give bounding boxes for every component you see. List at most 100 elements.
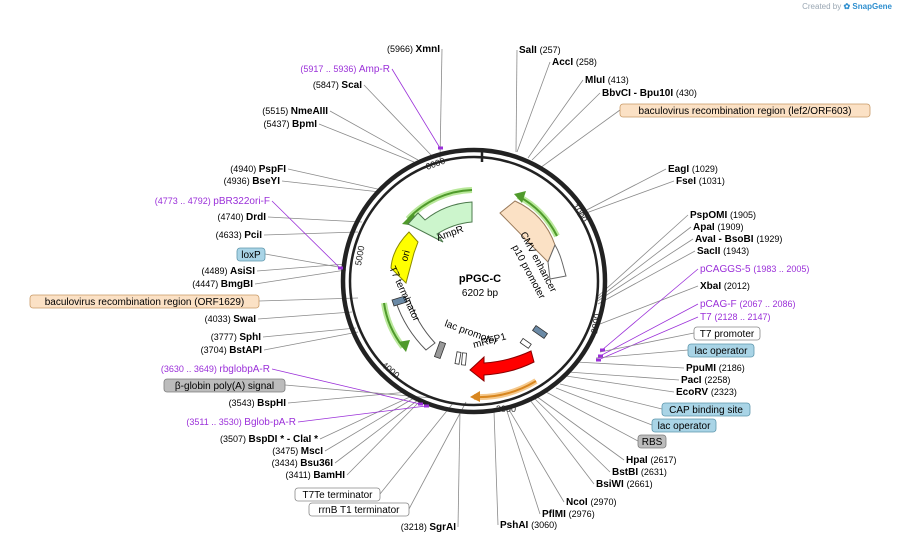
enzyme-label-psh[interactable]: PshAI (3060) <box>500 520 557 531</box>
plasmid-backbone <box>340 147 608 415</box>
enzyme-coord: (1943) <box>723 246 749 256</box>
enzyme-label-sali[interactable]: SalI (257) <box>519 45 561 56</box>
enzyme-label-paci[interactable]: PacI (2258) <box>681 375 730 386</box>
enzyme-label-xbai[interactable]: XbaI (2012) <box>700 281 750 292</box>
leader-line <box>457 410 461 528</box>
enzyme-label-hpai[interactable]: HpaI (2617) <box>626 455 676 466</box>
enzyme-label-sacii[interactable]: SacII (1943) <box>697 246 749 257</box>
enzyme-coord: (5847) <box>313 80 342 90</box>
enzyme-coord: (4740) <box>217 212 246 222</box>
primer-label-ampr-primer[interactable]: (5917 .. 5936) Amp-R <box>300 64 390 75</box>
primer-coord: (5917 .. 5936) <box>300 64 359 74</box>
primer-site-mark <box>438 146 443 150</box>
backbone-inner-ring <box>348 155 600 407</box>
svg-text:SalI (257): SalI (257) <box>519 45 561 56</box>
enzyme-label-bpmi[interactable]: (5437) BpmI <box>263 119 317 130</box>
svg-text:(3507) BspDI * - ClaI *: (3507) BspDI * - ClaI * <box>220 434 318 445</box>
enzyme-label-bstbi[interactable]: BstBI (2631) <box>612 467 667 478</box>
leader-line <box>408 401 467 510</box>
enzyme-label-mlui[interactable]: MluI (413) <box>585 75 629 86</box>
enzyme-label-bmgbi[interactable]: (4447) BmgBI <box>192 279 253 290</box>
enzyme-label-nmeaiii[interactable]: (5515) NmeAIII <box>262 106 328 117</box>
feature-box-bac-rec-lef2[interactable]: baculovirus recombination region (lef2/O… <box>619 103 871 118</box>
enzyme-label-sgrai[interactable]: (3218) SgrAI <box>401 522 456 533</box>
svg-text:HpaI (2617): HpaI (2617) <box>626 455 676 466</box>
primer-label-pcaggs5[interactable]: pCAGGS-5 (1983 .. 2005) <box>700 264 809 275</box>
svg-text:(3411) BamHI: (3411) BamHI <box>285 470 345 481</box>
feature-box-text: T7Te terminator <box>302 490 373 501</box>
enzyme-coord: (3475) <box>272 446 301 456</box>
snapgene-credit: Created by ✿ SnapGene <box>802 2 892 11</box>
enzyme-label-drdi[interactable]: (4740) DrdI <box>217 212 266 223</box>
enzyme-label-avai[interactable]: AvaI - BsoBI (1929) <box>695 234 782 245</box>
feature-box-bglobin[interactable]: β-globin poly(A) signal <box>163 378 286 393</box>
enzyme-label-xmni[interactable]: (5966) XmnI <box>387 44 440 55</box>
primer-label-pbr322ori[interactable]: (4773 .. 4792) pBR322ori-F <box>155 196 270 207</box>
enzyme-label-ncoi[interactable]: NcoI (2970) <box>566 497 616 508</box>
enzyme-coord: (5966) <box>387 44 416 54</box>
enzyme-label-pspomi[interactable]: PspOMI (1905) <box>690 210 756 221</box>
enzyme-label-asisi[interactable]: (4489) AsiSI <box>201 266 255 277</box>
feature-box-loxp[interactable]: loxP <box>236 247 266 262</box>
feature-box-lacop2[interactable]: lac operator <box>651 418 717 433</box>
enzyme-name: EagI <box>668 164 692 175</box>
enzyme-label-ecorv[interactable]: EcoRV (2323) <box>676 387 737 398</box>
enzyme-label-eagi[interactable]: EagI (1029) <box>668 164 718 175</box>
enzyme-label-bamhi[interactable]: (3411) BamHI <box>285 470 345 481</box>
leader-line <box>264 253 345 269</box>
feature-box-text: loxP <box>241 250 261 261</box>
feature-box-rrnb[interactable]: rrnB T1 terminator <box>308 502 410 517</box>
leader-line <box>597 316 699 361</box>
enzyme-coord: (5437) <box>263 119 292 129</box>
primer-name: rbglobpA-R <box>219 364 270 375</box>
enzyme-label-bsphi[interactable]: (3543) BspHI <box>229 398 287 409</box>
enzyme-label-swai[interactable]: (4033) SwaI <box>205 314 257 325</box>
primer-label-bglobpa[interactable]: (3511 .. 3530) Bglob-pA-R <box>186 417 296 428</box>
svg-text:(4633) PciI: (4633) PciI <box>216 230 263 241</box>
feature-box-t7promoter[interactable]: T7 promoter <box>693 326 761 341</box>
leader-line <box>599 285 699 325</box>
enzyme-coord: (3543) <box>229 398 258 408</box>
enzyme-label-sphi[interactable]: (3777) SphI <box>211 332 261 343</box>
primer-label-t7primer[interactable]: T7 (2128 .. 2147) <box>700 312 771 323</box>
enzyme-name: BsiWI <box>596 479 627 490</box>
svg-text:PacI (2258): PacI (2258) <box>681 375 730 386</box>
enzyme-label-bbvci[interactable]: BbvCI - Bpu10I (430) <box>602 88 697 99</box>
enzyme-name: MluI <box>585 75 608 86</box>
enzyme-label-apai[interactable]: ApaI (1909) <box>693 222 743 233</box>
feature-box-cap[interactable]: CAP binding site <box>661 402 751 417</box>
enzyme-label-bsiwi[interactable]: BsiWI (2661) <box>596 479 653 490</box>
primer-site-mark <box>338 266 343 270</box>
enzyme-label-bstapi[interactable]: (3704) BstAPI <box>201 345 263 356</box>
leader-line <box>527 79 584 159</box>
svg-text:(3434) Bsu36I: (3434) Bsu36I <box>272 458 334 469</box>
enzyme-label-bsu36i[interactable]: (3434) Bsu36I <box>272 458 334 469</box>
feature-box-rbs[interactable]: RBS <box>637 434 667 449</box>
leader-line <box>595 226 692 301</box>
leader-line <box>281 180 381 193</box>
enzyme-label-msci[interactable]: (3475) MscI <box>272 446 323 457</box>
enzyme-coord: (3777) <box>211 332 240 342</box>
enzyme-name: XbaI <box>700 281 724 292</box>
enzyme-label-pspfi[interactable]: (4940) PspFI <box>230 164 286 175</box>
feature-box-lacop1[interactable]: lac operator <box>687 343 755 358</box>
feature-box-bac-rec-orf1629[interactable]: baculovirus recombination region (ORF162… <box>29 294 260 309</box>
enzyme-coord: (3507) <box>220 434 249 444</box>
leader-line <box>267 216 363 223</box>
leader-line <box>575 361 685 369</box>
enzyme-label-bspdi[interactable]: (3507) BspDI * - ClaI * <box>220 434 318 445</box>
enzyme-coord: (4447) <box>192 279 221 289</box>
enzyme-label-bseyi[interactable]: (4936) BseYI <box>224 176 281 187</box>
primer-label-rbglobpa[interactable]: (3630 .. 3649) rbglobpA-R <box>161 364 270 375</box>
feature-box-t7te[interactable]: T7Te terminator <box>294 487 381 502</box>
enzyme-label-pflmi[interactable]: PflMI (2976) <box>542 509 595 520</box>
lac-promoter-shape <box>391 295 408 307</box>
enzyme-label-pcii[interactable]: (4633) PciI <box>216 230 263 241</box>
enzyme-name: BamHI <box>313 470 345 481</box>
enzyme-label-ppumi[interactable]: PpuMI (2186) <box>686 363 745 374</box>
enzyme-label-fsei[interactable]: FseI (1031) <box>676 176 725 187</box>
enzyme-label-acci[interactable]: AccI (258) <box>552 57 597 68</box>
enzyme-label-scai[interactable]: (5847) ScaI <box>313 80 362 91</box>
primer-label-pcagf[interactable]: pCAG-F (2067 .. 2086) <box>700 299 796 310</box>
mrfp1-arc-head <box>470 391 480 402</box>
